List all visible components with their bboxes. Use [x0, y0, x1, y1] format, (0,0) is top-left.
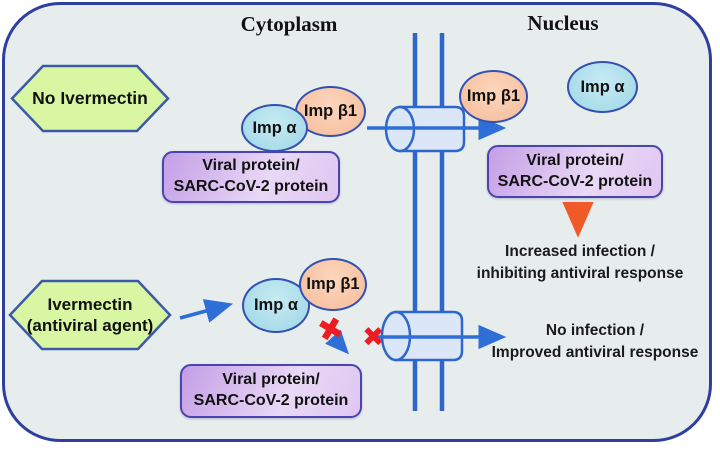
- viral-box-line1: Viral protein/: [526, 151, 624, 169]
- blocked-complex-arrow: [325, 329, 350, 355]
- nuc-imp-beta1-ellipse: Imp β1: [459, 70, 528, 123]
- nuc-imp-alpha-ellipse: Imp α: [567, 61, 638, 113]
- ivm-imp-beta1-ellipse: Imp β1: [299, 258, 367, 311]
- ivermectin-label: Ivermectin (antiviral agent): [8, 279, 172, 351]
- outcome-line1: No infection /: [545, 322, 645, 339]
- outcome-line2: inhibiting antiviral response: [476, 264, 684, 282]
- viral-box-line2: SARC-CoV-2 protein: [173, 178, 329, 195]
- outcome-line1: Increased infection /: [505, 243, 655, 260]
- increased-infection-text: Increased infection / inhibiting antivir…: [458, 241, 702, 284]
- cyto-viral-protein-box: Viral protein/ SARC-CoV-2 protein: [162, 151, 340, 203]
- cyto-imp-alpha-ellipse: Imp α: [241, 104, 308, 152]
- outcome-line2: Improved antiviral response: [491, 343, 699, 361]
- viral-box-line1: Viral protein/: [222, 371, 320, 389]
- nucleus-title: Nucleus: [527, 11, 599, 35]
- no-ivermectin-hexagon: No Ivermectin: [10, 64, 170, 133]
- ivermectin-line1: Ivermectin: [47, 294, 133, 314]
- cytoplasm-title: Cytoplasm: [240, 12, 338, 36]
- nuc-viral-protein-box: Viral protein/ SARC-CoV-2 protein: [487, 145, 663, 198]
- blocked-x-icon: ✖: [362, 322, 385, 353]
- hexagon-shape: [10, 64, 170, 133]
- ivm-viral-protein-box: Viral protein/ SARC-CoV-2 protein: [180, 364, 362, 418]
- viral-box-line1: Viral protein/: [202, 157, 300, 175]
- viral-box-line2: SARC-CoV-2 protein: [193, 392, 349, 409]
- no-ivermectin-label: No Ivermectin: [32, 87, 148, 108]
- ivermectin-binding-arrow: [179, 299, 234, 323]
- viral-box-line2: SARC-CoV-2 protein: [497, 172, 653, 190]
- ivermectin-hexagon: Ivermectin (antiviral agent): [8, 279, 172, 351]
- hexagon-shape: [8, 279, 172, 351]
- ivermectin-line2: (antiviral agent): [26, 316, 154, 335]
- ivm-imp-alpha-ellipse: Imp α: [242, 278, 310, 333]
- no-infection-text: No infection / Improved antiviral respon…: [474, 320, 716, 363]
